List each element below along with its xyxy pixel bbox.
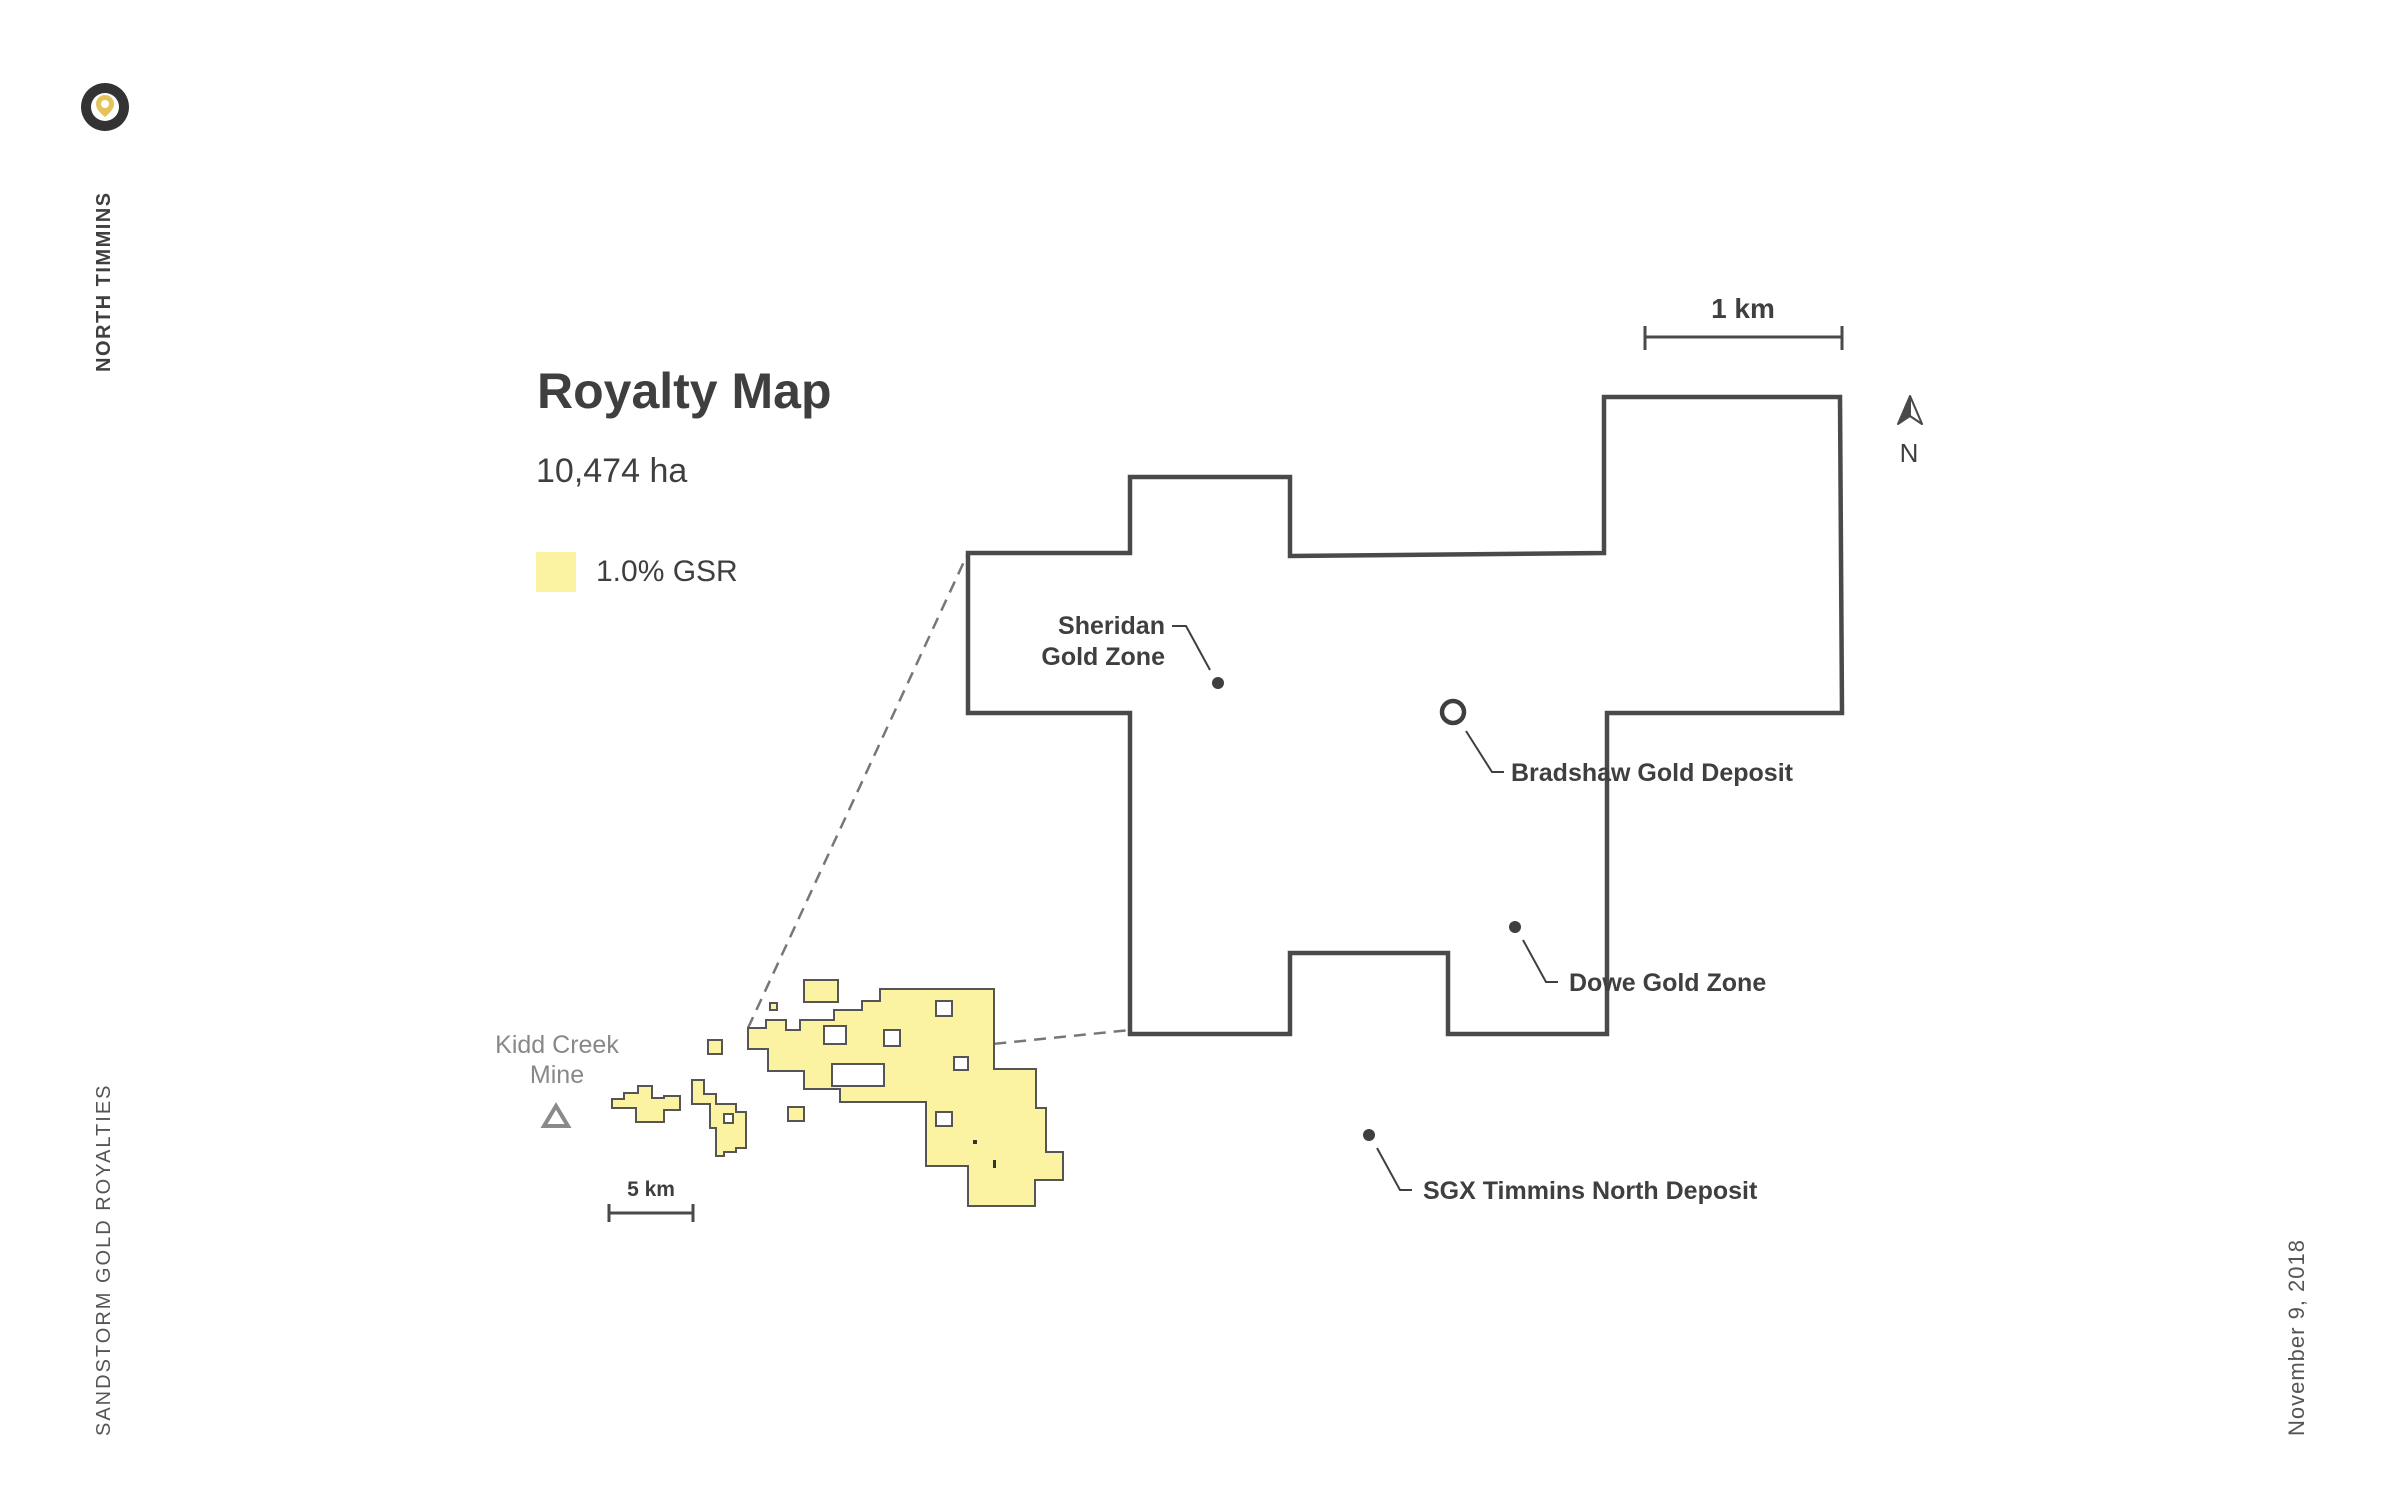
sheridan-label-line1: Sheridan xyxy=(1058,612,1165,640)
property-outline xyxy=(965,394,1845,1037)
mine-label-line1: Kidd Creek xyxy=(495,1031,619,1059)
royalty-claim-block xyxy=(707,1039,723,1055)
leader-line xyxy=(1465,730,1504,773)
dowe-label: Dowe Gold Zone xyxy=(1569,969,1766,997)
north-arrow: N xyxy=(1897,395,1923,468)
bradshaw-label: Bradshaw Gold Deposit xyxy=(1511,759,1794,787)
claim-mark xyxy=(973,1140,977,1144)
mine-triangle-icon xyxy=(540,1102,572,1128)
kidd-creek-mine: Kidd Creek Mine xyxy=(495,1031,619,1128)
legend-swatch xyxy=(536,552,576,592)
scale-label-5km: 5 km xyxy=(627,1178,675,1201)
claim-mark xyxy=(993,1160,996,1168)
scale-label-1km: 1 km xyxy=(1711,293,1775,324)
legend-label: 1.0% GSR xyxy=(596,555,738,588)
scale-bar-1km: 1 km xyxy=(1643,293,1844,350)
leader-line xyxy=(1522,939,1558,983)
royalty-area: 10,474 ha xyxy=(536,452,688,490)
sgx-timmins-north-deposit: SGX Timmins North Deposit xyxy=(1363,1129,1758,1205)
bradshaw-gold-deposit: Bradshaw Gold Deposit xyxy=(1439,698,1794,787)
page-title: Royalty Map xyxy=(537,363,832,419)
royalty-claim-west xyxy=(691,1079,747,1157)
scale-bar-5km: 5 km xyxy=(607,1178,695,1222)
deposit-ring-marker xyxy=(1439,698,1467,726)
royalty-claims-inset xyxy=(611,979,1064,1207)
legend: 1.0% GSR xyxy=(536,552,738,592)
mine-label-line2: Mine xyxy=(530,1061,584,1089)
sgx-label: SGX Timmins North Deposit xyxy=(1423,1177,1758,1205)
deposit-marker xyxy=(1509,921,1521,933)
royalty-claim-main xyxy=(747,988,1064,1207)
royalty-claim-block xyxy=(787,1106,805,1122)
royalty-claim-west xyxy=(611,1085,681,1123)
royalty-claim-block xyxy=(803,979,839,1003)
zoom-leader-line-top xyxy=(746,552,970,1029)
leader-line xyxy=(1376,1147,1412,1191)
royalty-claim-hole xyxy=(723,1113,734,1124)
north-label: N xyxy=(1900,438,1919,468)
deposit-marker xyxy=(1212,677,1224,689)
deposit-marker xyxy=(1363,1129,1375,1141)
sandstorm-logo-icon xyxy=(81,83,129,131)
dowe-gold-zone: Dowe Gold Zone xyxy=(1509,921,1766,997)
sheridan-gold-zone: Sheridan Gold Zone xyxy=(1041,612,1224,689)
royalty-claim-block xyxy=(769,1002,778,1011)
leader-line xyxy=(1172,625,1211,671)
sheridan-label-line2: Gold Zone xyxy=(1041,643,1165,671)
